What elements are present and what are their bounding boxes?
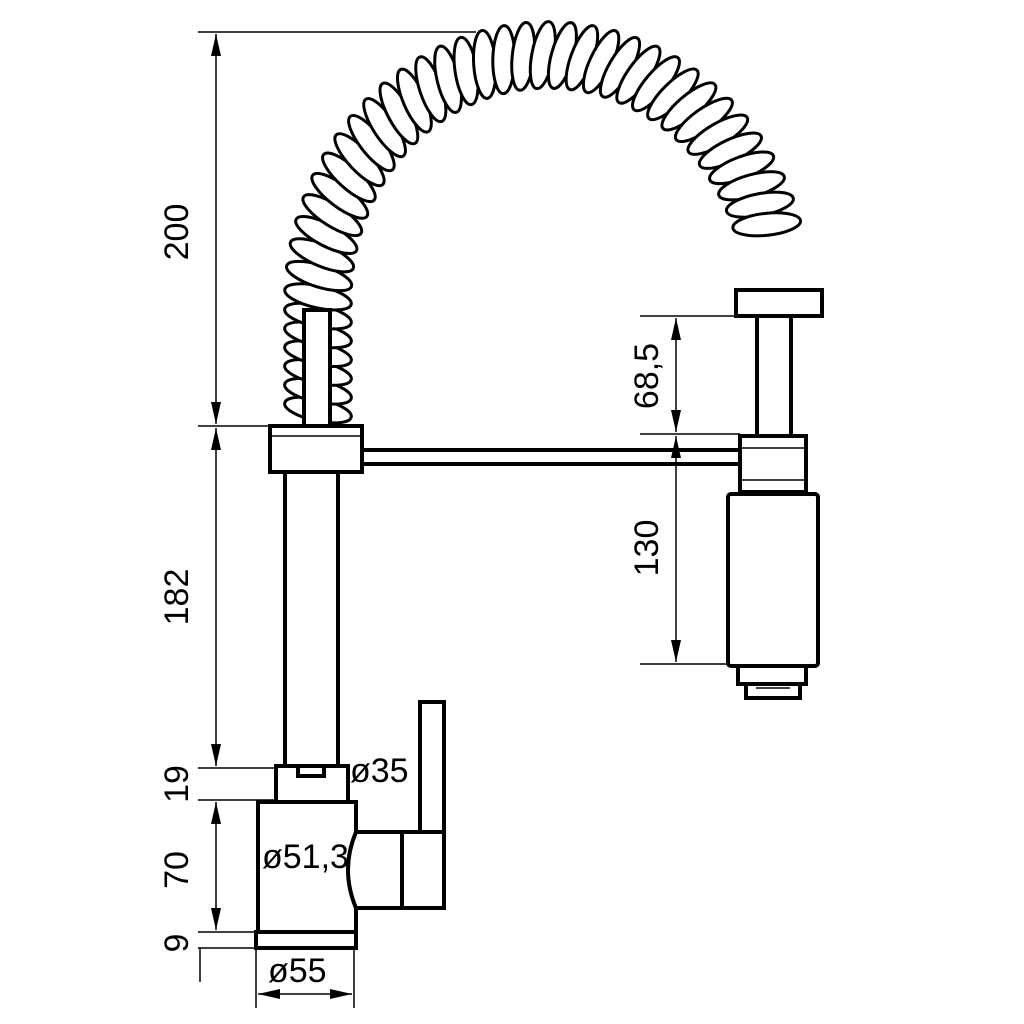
spring-coil xyxy=(283,20,803,425)
faucet-body xyxy=(254,288,824,950)
dim-base-diameter: ø55 xyxy=(268,952,327,990)
dim-ring-diameter: ø35 xyxy=(350,752,409,790)
lever-handle xyxy=(400,830,446,910)
dim-body-height: 182 xyxy=(158,569,196,626)
spray-nozzle xyxy=(736,664,808,686)
dim-spring-height: 200 xyxy=(158,204,196,261)
faucet-arm xyxy=(358,448,742,466)
spray-body xyxy=(726,492,820,668)
spray-top-cap xyxy=(734,288,824,318)
dim-base-height: 70 xyxy=(158,851,196,889)
faucet-column xyxy=(283,468,340,770)
faucet-head-block xyxy=(268,424,364,474)
dimension-labels: 200 182 19 70 9 68,5 130 ø35 ø51,3 ø55 xyxy=(158,204,666,990)
spring-tube xyxy=(302,308,332,428)
dim-spray-length: 130 xyxy=(628,520,666,577)
lever-hub xyxy=(346,830,404,910)
dim-ring-height: 19 xyxy=(158,765,196,803)
spring-coil-loop xyxy=(731,211,803,238)
dim-flange-height: 9 xyxy=(158,934,196,953)
dim-spray-offset: 68,5 xyxy=(628,343,666,409)
spray-stem xyxy=(755,314,793,440)
base-flange xyxy=(254,930,358,950)
dim-body-diameter: ø51,3 xyxy=(262,838,349,876)
spray-collar xyxy=(738,434,808,494)
base-cylinder xyxy=(256,800,358,934)
dimension-arrows xyxy=(211,34,681,999)
